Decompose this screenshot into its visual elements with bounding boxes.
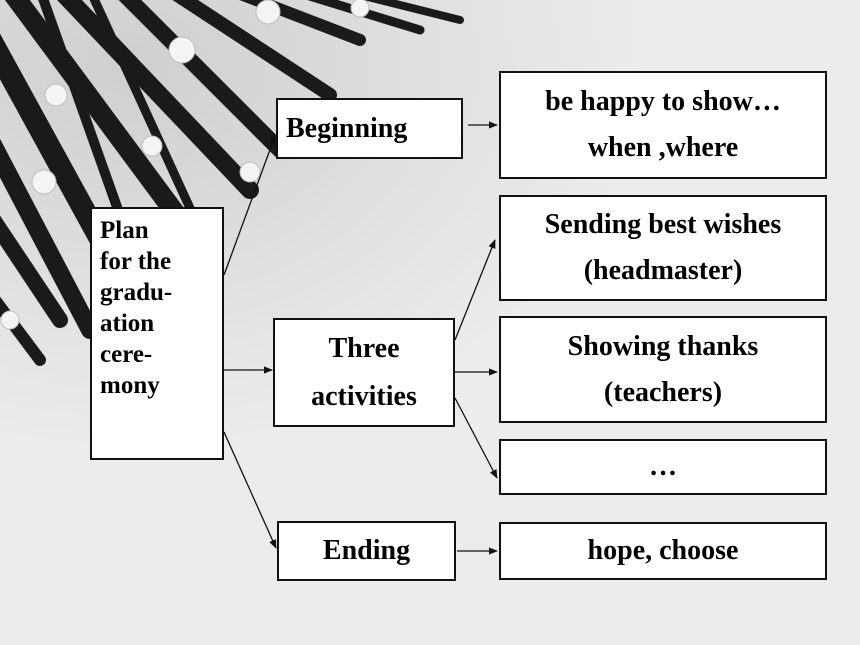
detail-ending-label: hope, choose — [587, 535, 739, 566]
stage-beginning-label: Beginning — [286, 112, 408, 144]
stage-activities-line: Three — [328, 332, 400, 364]
detail-beginning-line: be happy to show… — [545, 86, 781, 117]
detail-wishes: Sending best wishes (headmaster) — [499, 195, 827, 301]
stage-activities-line: activities — [311, 380, 417, 412]
stage-beginning: Beginning — [276, 98, 463, 159]
plan-line: ation — [100, 310, 155, 337]
detail-beginning-line: when ,where — [587, 132, 739, 163]
plan-line: mony — [100, 372, 160, 399]
stage-ending-label: Ending — [322, 535, 411, 566]
plan-line: cere- — [100, 341, 153, 368]
plan-line: gradu- — [100, 279, 173, 306]
detail-thanks-line: Showing thanks — [567, 330, 759, 362]
stage-ending: Ending — [277, 521, 456, 581]
plan-line: Plan — [100, 217, 149, 244]
detail-more-label: … — [649, 451, 677, 482]
detail-thanks: Showing thanks (teachers) — [499, 316, 827, 423]
plan-line: for the — [100, 248, 172, 275]
detail-thanks-line: (teachers) — [603, 376, 723, 408]
detail-wishes-line: (headmaster) — [583, 255, 743, 286]
detail-more: … — [499, 439, 827, 495]
stage-three-activities: Three activities — [273, 318, 455, 427]
detail-ending: hope, choose — [499, 522, 827, 580]
detail-wishes-line: Sending best wishes — [544, 209, 782, 240]
plan-box: Plan for the gradu- ation cere- mony — [90, 207, 224, 460]
detail-beginning: be happy to show… when ,where — [499, 71, 827, 179]
